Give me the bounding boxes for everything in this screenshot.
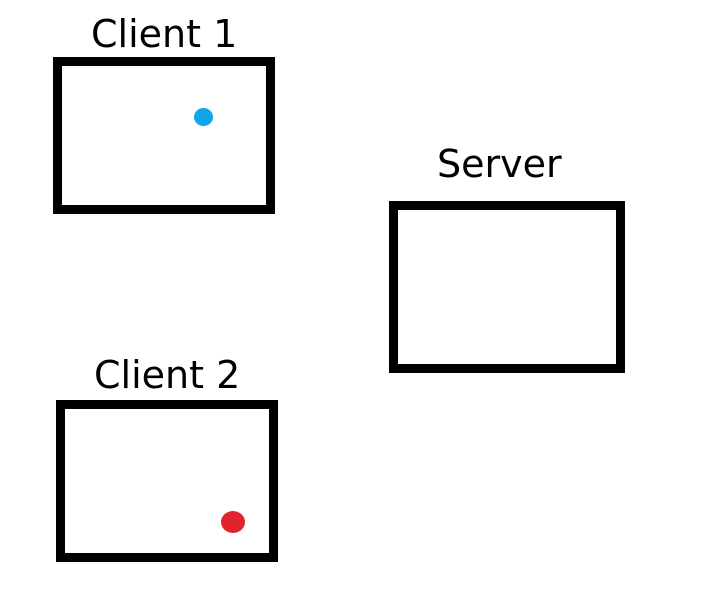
client-1-dot (194, 108, 213, 126)
client-1-box (53, 57, 275, 214)
client-2-dot (221, 511, 245, 533)
client-1-label: Client 1 (91, 12, 238, 56)
client-2-label: Client 2 (94, 353, 241, 397)
client-2-box (56, 400, 278, 562)
server-label: Server (437, 142, 562, 186)
server-box (389, 201, 625, 373)
